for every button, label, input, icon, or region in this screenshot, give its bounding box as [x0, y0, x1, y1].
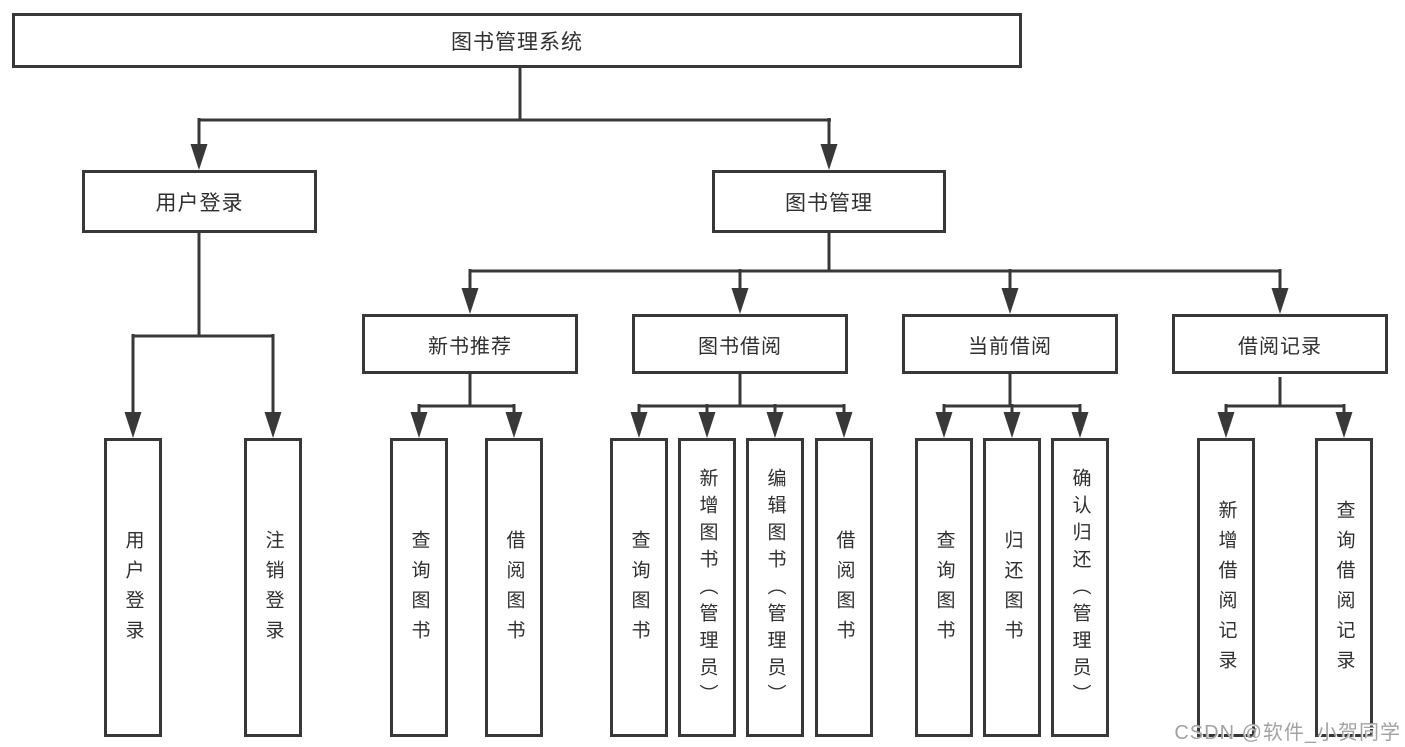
leaf-query-books-current: 查询图书: [915, 438, 973, 737]
node-label: 用户登录: [122, 529, 144, 650]
leaf-add-borrow-record: 新增借阅记录: [1197, 438, 1255, 737]
arrow-down-icon: [698, 412, 716, 438]
arrow-down-icon: [461, 288, 479, 314]
arrow-down-icon: [820, 144, 838, 170]
node-label: 新增借阅记录: [1215, 499, 1237, 680]
arrow-down-icon: [630, 412, 648, 438]
node-borrowing-records: 借阅记录: [1172, 314, 1388, 374]
node-label: 图书借阅: [698, 335, 782, 358]
leaf-logout: 注销登录: [244, 438, 302, 737]
leaf-return-books: 归还图书: [983, 438, 1041, 737]
arrow-down-icon: [505, 412, 523, 438]
leaf-add-books-admin: 新增图书（管理员）: [678, 438, 736, 737]
node-label: 查询图书: [933, 529, 955, 650]
node-label: 查询图书: [408, 529, 430, 650]
leaf-borrow-books-recommend: 借阅图书: [485, 438, 543, 737]
tree-edges: [131, 68, 1346, 418]
leaf-query-books-recommend: 查询图书: [390, 438, 448, 737]
node-book-borrowing: 图书借阅: [632, 314, 848, 374]
node-root-system: 图书管理系统: [12, 13, 1022, 68]
arrow-down-icon: [1001, 288, 1019, 314]
node-label: 当前借阅: [968, 335, 1052, 358]
arrow-down-icon: [1271, 288, 1289, 314]
arrow-down-icon: [1335, 412, 1353, 438]
node-label: 用户登录: [155, 191, 244, 215]
arrow-down-icon: [766, 412, 784, 438]
leaf-confirm-return-admin: 确认归还（管理员）: [1051, 438, 1109, 737]
node-label: 编辑图书（管理员）: [764, 468, 786, 711]
leaf-user-login: 用户登录: [104, 438, 162, 737]
arrow-down-icon: [124, 412, 142, 438]
node-label: 新书推荐: [428, 335, 512, 358]
node-label: 图书管理系统: [451, 30, 583, 54]
arrowheads: [124, 144, 1353, 438]
leaf-query-borrow-record: 查询借阅记录: [1315, 438, 1373, 737]
node-label: 查询图书: [628, 529, 650, 650]
node-current-borrowing: 当前借阅: [902, 314, 1118, 374]
arrow-down-icon: [835, 412, 853, 438]
leaf-borrow-books: 借阅图书: [815, 438, 873, 737]
leaf-edit-books-admin: 编辑图书（管理员）: [746, 438, 804, 737]
node-label: 新增图书（管理员）: [696, 468, 718, 711]
node-label: 图书管理: [785, 191, 873, 215]
arrow-down-icon: [264, 412, 282, 438]
node-label: 借阅图书: [833, 529, 855, 650]
node-label: 查询借阅记录: [1333, 499, 1355, 680]
arrow-down-icon: [410, 412, 428, 438]
arrow-down-icon: [1003, 412, 1021, 438]
node-new-book-recommendation: 新书推荐: [362, 314, 578, 374]
node-label: 借阅图书: [503, 529, 525, 650]
leaf-query-books-borrowing: 查询图书: [610, 438, 668, 737]
arrow-down-icon: [935, 412, 953, 438]
csdn-watermark: CSDN @软件_小贺同学: [1174, 722, 1401, 744]
node-user-login: 用户登录: [82, 170, 317, 233]
node-label: 注销登录: [262, 529, 284, 650]
arrow-down-icon: [1071, 412, 1089, 438]
arrow-down-icon: [1217, 412, 1235, 438]
node-label: 归还图书: [1001, 529, 1023, 650]
arrow-down-icon: [731, 288, 749, 314]
node-label: 确认归还（管理员）: [1069, 468, 1091, 711]
node-label: 借阅记录: [1238, 335, 1322, 358]
arrow-down-icon: [190, 144, 208, 170]
node-book-management: 图书管理: [712, 170, 946, 233]
